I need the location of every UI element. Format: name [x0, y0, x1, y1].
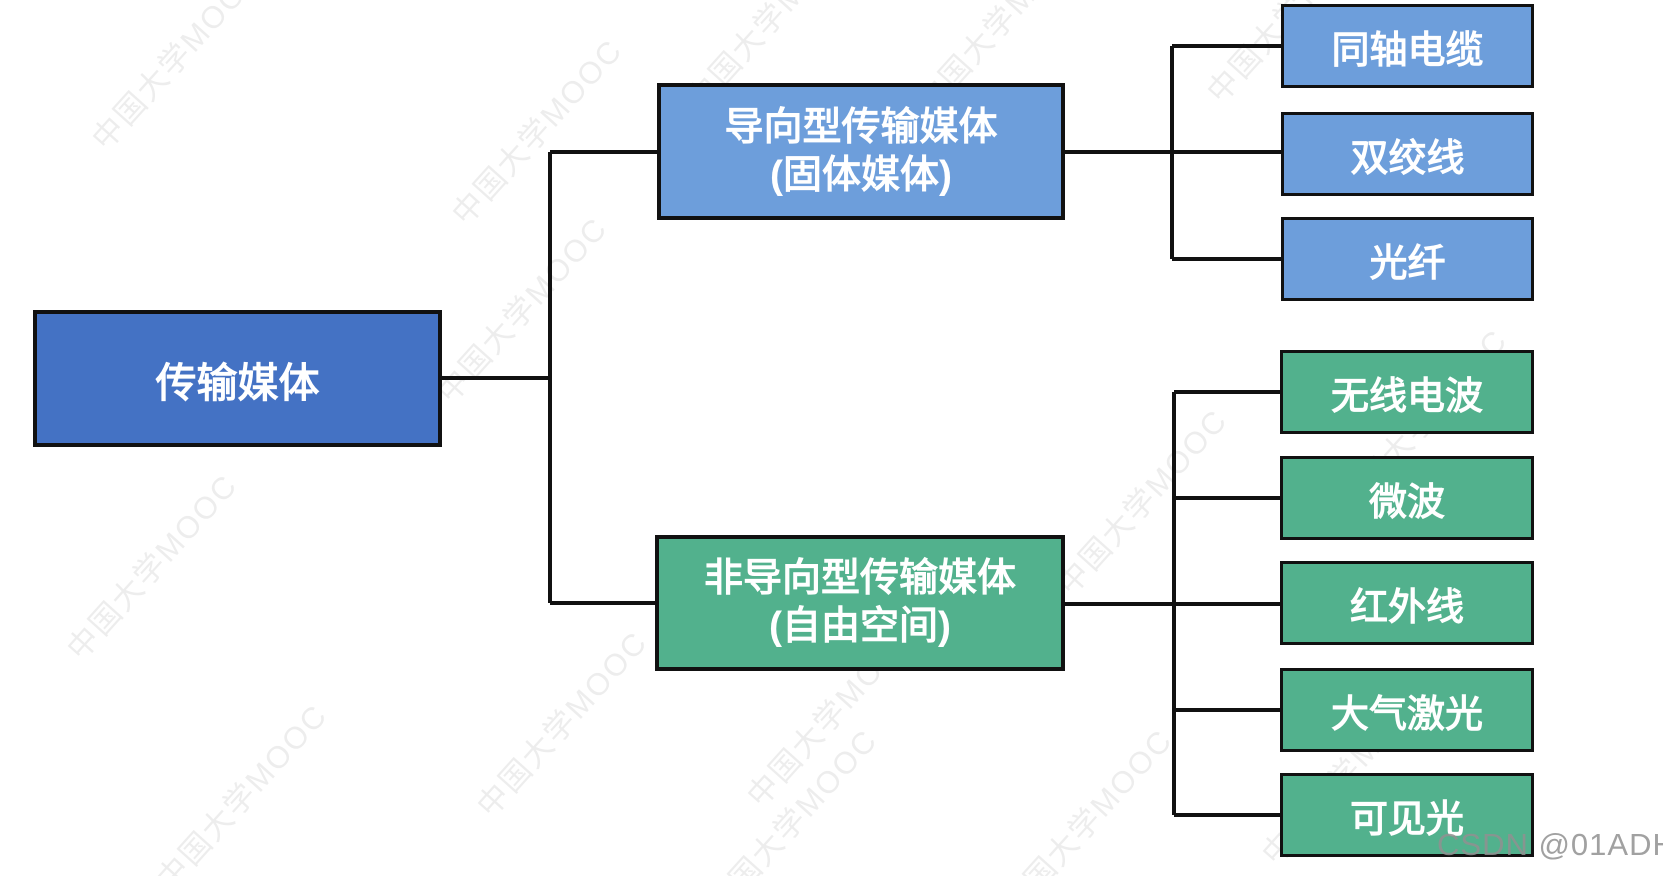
root-node-label: 传输媒体: [155, 359, 320, 406]
leaf-optical-fiber-label: 光纤: [1369, 242, 1446, 285]
leaf-atmospheric-laser-label: 大气激光: [1330, 693, 1483, 736]
leaf-visible-light: 可见光: [1280, 773, 1534, 857]
leaf-twisted-pair-label: 双绞线: [1350, 137, 1465, 180]
branch-node-guided-media: 导向型传输媒体 (固体媒体): [657, 83, 1065, 220]
root-node-transmission-media: 传输媒体: [33, 310, 442, 447]
leaf-radio-wave-label: 无线电波: [1330, 375, 1483, 418]
leaf-infrared-label: 红外线: [1349, 586, 1464, 629]
leaf-coaxial-cable-label: 同轴电缆: [1331, 29, 1484, 72]
branch-unguided-label-line1: 非导向型传输媒体: [703, 557, 1016, 601]
leaf-infrared: 红外线: [1280, 561, 1534, 645]
author-watermark: CSDN @01ADH: [1437, 827, 1663, 862]
branch-guided-label-line1: 导向型传输媒体: [724, 105, 998, 149]
leaf-radio-wave: 无线电波: [1280, 350, 1534, 434]
branch-unguided-label-line2: (自由空间): [769, 605, 951, 648]
leaf-atmospheric-laser: 大气激光: [1280, 668, 1534, 752]
leaf-twisted-pair: 双绞线: [1281, 112, 1534, 196]
branch-node-unguided-media: 非导向型传输媒体 (自由空间): [655, 535, 1065, 671]
leaf-visible-light-label: 可见光: [1349, 798, 1464, 841]
branch-guided-label-line2: (固体媒体): [770, 153, 952, 197]
leaf-optical-fiber: 光纤: [1281, 217, 1534, 301]
leaf-coaxial-cable: 同轴电缆: [1281, 4, 1534, 88]
leaf-microwave: 微波: [1280, 456, 1534, 540]
leaf-microwave-label: 微波: [1368, 481, 1445, 524]
